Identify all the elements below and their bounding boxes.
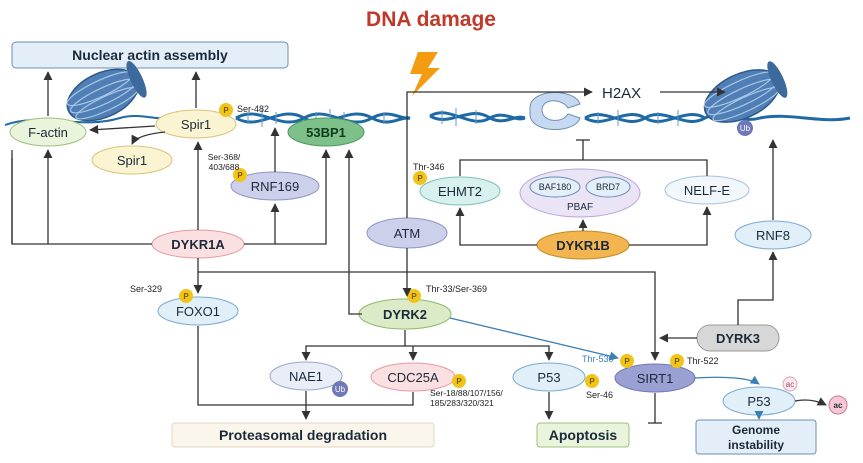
- ehmt2-node: [419, 176, 501, 206]
- site-ser368-line2: 403/688: [209, 162, 240, 172]
- p53-mid-label: P53: [537, 370, 560, 385]
- p-badge-rnf169: [233, 168, 247, 182]
- site-ser368-line1: Ser-368/: [208, 152, 241, 162]
- cdc25a-label: CDC25A: [387, 370, 439, 385]
- p-badge-foxo1: [179, 289, 193, 303]
- spir1-top-label: Spir1: [181, 117, 211, 132]
- foxo1-node: [157, 296, 239, 326]
- p-badge-p53-mid: [585, 374, 599, 388]
- nucleosome-right-icon: [703, 61, 788, 123]
- nae1-label: NAE1: [289, 369, 323, 384]
- ub-badge-nae1-text: Ub: [335, 385, 346, 394]
- proteasomal-degradation-label: Proteasomal degradation: [219, 427, 387, 443]
- baf180-node: [529, 176, 581, 198]
- spir1-bottom-node: [91, 145, 173, 175]
- site-ser18-line2: 185/283/320/321: [430, 398, 494, 408]
- baf180-label: BAF180: [539, 182, 572, 192]
- f-actin-label: F-actin: [28, 125, 68, 140]
- diagram-title: DNA damage: [366, 8, 496, 31]
- ub-badge-nucleosome-text: Ub: [740, 124, 751, 133]
- sirt1-label: SIRT1: [637, 371, 674, 386]
- 53bp1-node: [287, 117, 365, 147]
- genome-instability-line2: instability: [728, 438, 784, 452]
- p-badge-ehmt2-text: P: [417, 174, 423, 183]
- p-badge-sirt1-left-text: P: [624, 357, 630, 366]
- nucleosome-left-icon: [4, 61, 181, 126]
- pbaf-clamp-icon: [529, 92, 581, 130]
- p-badge-rnf169-text: P: [237, 171, 243, 180]
- ac-badge-right: [828, 395, 848, 415]
- blue-connectors: [449, 317, 764, 420]
- p-badge-sirt1-right: [670, 354, 684, 368]
- h2ax-label: H2AX: [602, 85, 641, 102]
- connectors: [11, 71, 827, 424]
- nae1-node: [269, 361, 343, 391]
- dyrk3-label: DYRK3: [716, 331, 760, 346]
- p-badge-cdc25a-text: P: [456, 377, 462, 386]
- rnf8-node: [734, 220, 812, 250]
- site-thr33: Thr-33/Ser-369: [426, 284, 487, 294]
- ac-badge-top-text: ac: [786, 380, 794, 389]
- spir1-bottom-label: Spir1: [117, 153, 147, 168]
- p53-mid-node: [512, 362, 586, 392]
- p-badge-spir1-text: P: [223, 106, 229, 115]
- site-ser18-line1: Ser-18/88/107/156/: [430, 388, 503, 398]
- p53-right-label: P53: [747, 394, 770, 409]
- apoptosis-label: Apoptosis: [549, 427, 618, 443]
- apoptosis-box: [536, 422, 630, 448]
- nelf-e-label: NELF-E: [684, 183, 731, 198]
- ub-badge-nucleosome: [737, 120, 753, 136]
- ac-badge-top: [782, 376, 798, 392]
- p-badge-p53-mid-text: P: [589, 377, 595, 386]
- p-badge-ehmt2: [413, 171, 427, 185]
- atm-label: ATM: [394, 226, 420, 241]
- p-badge-dyrk2-text: P: [411, 292, 417, 301]
- spir1-top-node: [155, 109, 237, 139]
- rnf8-label: RNF8: [756, 228, 790, 243]
- site-ser482: Ser-482: [237, 104, 269, 114]
- lightning-icon: [410, 52, 440, 96]
- genome-instability-box: [695, 419, 817, 455]
- brd7-label: BRD7: [596, 182, 620, 192]
- ehmt2-label: EHMT2: [438, 184, 482, 199]
- p-badge-sirt1-right-text: P: [674, 357, 680, 366]
- genome-instability-line1: Genome: [732, 423, 780, 437]
- ub-badge-nae1: [332, 381, 348, 397]
- foxo1-label: FOXO1: [176, 304, 220, 319]
- brd7-node: [585, 176, 631, 198]
- dyrk2-label: DYRK2: [383, 307, 427, 322]
- site-thr346: Thr-346: [413, 162, 445, 172]
- p-badge-sirt1-left: [620, 354, 634, 368]
- dykr1b-label: DYKR1B: [556, 238, 609, 253]
- site-thr530: Thr-530: [582, 354, 614, 364]
- nuclear-actin-assembly-label: Nuclear actin assembly: [72, 47, 228, 63]
- 53bp1-label: 53BP1: [306, 125, 346, 140]
- dykr1a-label: DYKR1A: [171, 237, 225, 252]
- pbaf-label: PBAF: [567, 202, 593, 213]
- rnf169-label: RNF169: [251, 179, 299, 194]
- f-actin-node: [9, 117, 87, 147]
- site-thr522: Thr-522: [687, 356, 719, 366]
- p-badge-cdc25a: [452, 374, 466, 388]
- proteasomal-degradation-box: [171, 422, 435, 448]
- p-badge-foxo1-text: P: [183, 292, 189, 301]
- site-ser329: Ser-329: [130, 284, 162, 294]
- site-ser46: Ser-46: [586, 390, 613, 400]
- ac-badge-right-text: ac: [834, 401, 843, 410]
- dna-helix-right: [429, 108, 851, 126]
- nuclear-actin-assembly-box: [11, 41, 289, 69]
- p-badge-spir1: [219, 103, 233, 117]
